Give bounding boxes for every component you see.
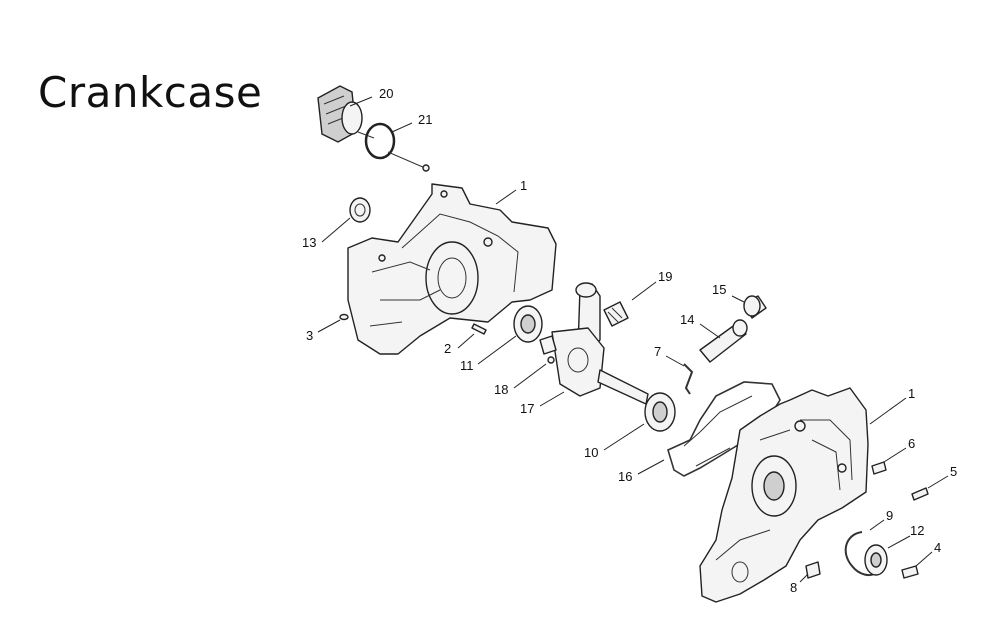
part-5-screw[interactable] bbox=[911, 487, 929, 501]
part-10-bearing[interactable] bbox=[644, 392, 676, 432]
diagram-title: Crankcase bbox=[38, 68, 263, 117]
part-8-dowel[interactable] bbox=[805, 561, 821, 579]
part-6-sleeve[interactable] bbox=[871, 461, 887, 475]
callout-1-right-case: 1 bbox=[908, 386, 915, 401]
part-14-oil-hose[interactable] bbox=[699, 319, 748, 363]
callout-9: 9 bbox=[886, 508, 893, 523]
callout-16: 16 bbox=[618, 469, 632, 484]
callout-17: 17 bbox=[520, 401, 534, 416]
part-1-crankcase-left[interactable] bbox=[347, 183, 557, 355]
part-17-crankshaft[interactable] bbox=[539, 282, 649, 405]
callout-5: 5 bbox=[950, 464, 957, 479]
part-19-needle-cage[interactable] bbox=[603, 301, 629, 327]
callout-8: 8 bbox=[790, 580, 797, 595]
part-11-bearing[interactable] bbox=[513, 305, 543, 343]
callout-14: 14 bbox=[680, 312, 694, 327]
callout-11: 11 bbox=[460, 358, 474, 373]
leader-lines bbox=[317, 96, 949, 583]
callout-10: 10 bbox=[584, 445, 598, 460]
part-4-screw[interactable] bbox=[901, 565, 919, 579]
part-21-oring[interactable] bbox=[364, 122, 430, 172]
callout-13: 13 bbox=[302, 235, 316, 250]
callout-1-left-case: 1 bbox=[520, 178, 527, 193]
part-13-seal[interactable] bbox=[349, 197, 371, 223]
part-20-oil-pump[interactable] bbox=[317, 85, 375, 143]
callout-7: 7 bbox=[654, 344, 661, 359]
callout-18: 18 bbox=[494, 382, 508, 397]
part-1-crankcase-right[interactable] bbox=[699, 387, 869, 603]
part-7-oil-line[interactable] bbox=[683, 363, 694, 395]
part-18-key[interactable] bbox=[547, 356, 555, 364]
callout-6: 6 bbox=[908, 436, 915, 451]
callout-4: 4 bbox=[934, 540, 941, 555]
callout-20: 20 bbox=[379, 86, 393, 101]
callout-3: 3 bbox=[306, 328, 313, 343]
part-9-circlip[interactable] bbox=[844, 531, 875, 576]
part-3-pin[interactable] bbox=[339, 313, 349, 321]
callout-21: 21 bbox=[418, 112, 432, 127]
callout-19: 19 bbox=[658, 269, 672, 284]
callout-12: 12 bbox=[910, 523, 924, 538]
part-15-oil-cap[interactable] bbox=[743, 295, 767, 319]
part-12-seal[interactable] bbox=[864, 544, 888, 576]
callout-15: 15 bbox=[712, 282, 726, 297]
part-2-dowel[interactable] bbox=[471, 323, 487, 335]
callout-2: 2 bbox=[444, 341, 451, 356]
